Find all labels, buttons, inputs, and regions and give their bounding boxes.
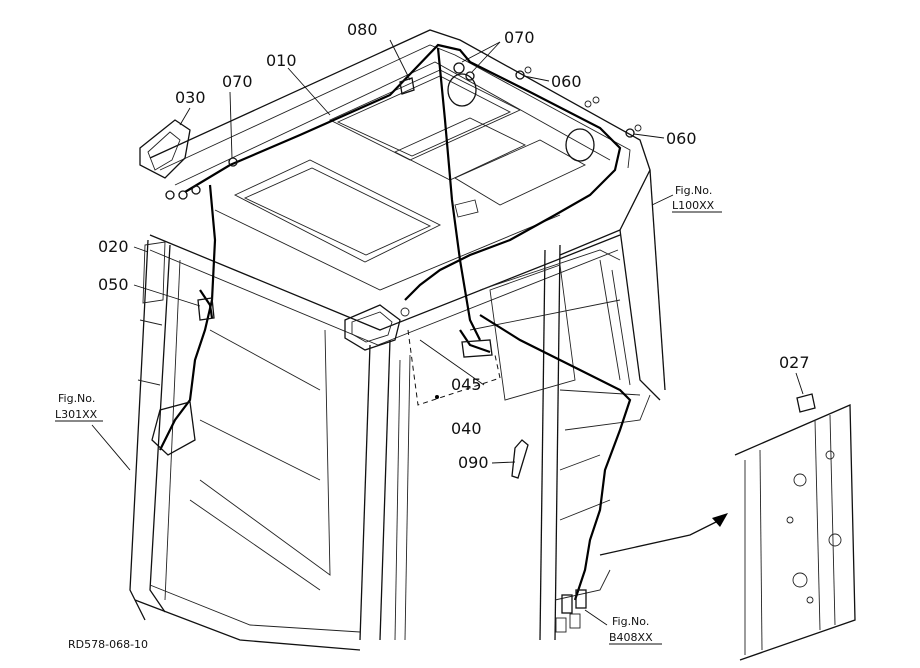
drawing-code: RD578-068-10 bbox=[68, 638, 148, 651]
part-060-connector-b bbox=[625, 128, 635, 138]
callout-090: 090 bbox=[458, 453, 489, 472]
part-020-bracket bbox=[142, 241, 166, 304]
callout-010: 010 bbox=[266, 51, 297, 70]
callout-050: 050 bbox=[98, 275, 129, 294]
callout-080: 080 bbox=[347, 20, 378, 39]
fig-ref-b408-line1: Fig.No. bbox=[612, 615, 649, 628]
part-080-grommet bbox=[399, 77, 415, 95]
dome-lamp-right bbox=[565, 128, 595, 162]
part-090-clip bbox=[511, 439, 529, 479]
figure-ref-l301: Fig.No. L301XX bbox=[55, 392, 103, 422]
callout-045: 045 bbox=[451, 375, 482, 394]
callout-030: 030 bbox=[175, 88, 206, 107]
part-027-clip bbox=[796, 393, 816, 413]
dome-lamp-left bbox=[447, 73, 477, 107]
rear-panel-detail bbox=[599, 393, 856, 661]
part-030-work-light bbox=[139, 119, 201, 200]
fig-ref-l100-line1: Fig.No. bbox=[675, 184, 712, 197]
part-070-connector-top bbox=[453, 62, 465, 74]
figure-ref-l100: Fig.No. L100XX bbox=[672, 184, 722, 213]
callout-027: 027 bbox=[779, 353, 810, 372]
callout-070-a: 070 bbox=[222, 72, 253, 91]
assembly-040-dot bbox=[435, 395, 439, 399]
fig-ref-l100-line2: L100XX bbox=[672, 199, 715, 212]
left-connector-block bbox=[151, 401, 196, 456]
leader-lines bbox=[91, 39, 804, 626]
components bbox=[139, 62, 642, 633]
lower-connector-a bbox=[561, 594, 573, 614]
callout-070-b: 070 bbox=[504, 28, 535, 47]
wiring-harness bbox=[159, 43, 632, 601]
arrow-head-icon bbox=[712, 513, 728, 527]
cabin-frame bbox=[129, 29, 666, 651]
detail-pointer bbox=[599, 519, 721, 556]
callout-060-a: 060 bbox=[551, 72, 582, 91]
lower-connector-b bbox=[575, 589, 587, 609]
callout-labels: 010 020 027 030 040 045 050 060 060 070 … bbox=[98, 20, 810, 472]
part-050-switch bbox=[197, 297, 215, 321]
figure-ref-b408: Fig.No. B408XX bbox=[609, 615, 662, 645]
fig-ref-l301-line2: L301XX bbox=[55, 408, 98, 421]
part-070-connector-left bbox=[228, 157, 238, 167]
callout-060-b: 060 bbox=[666, 129, 697, 148]
assembly-040-outline bbox=[407, 329, 501, 406]
fig-ref-l301-line1: Fig.No. bbox=[58, 392, 95, 405]
fig-ref-b408-line2: B408XX bbox=[609, 631, 653, 644]
callout-020: 020 bbox=[98, 237, 129, 256]
part-060-connector-a bbox=[515, 70, 525, 80]
callout-040: 040 bbox=[451, 419, 482, 438]
part-045-front-light bbox=[344, 304, 410, 351]
